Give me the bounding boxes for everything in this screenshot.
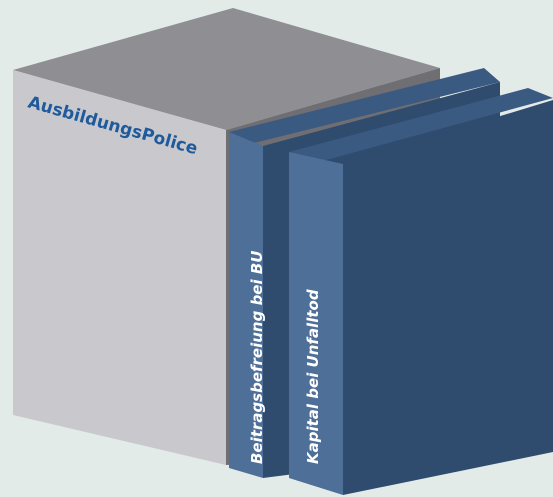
main-block-front-face xyxy=(13,70,226,465)
main-block-top-face xyxy=(13,8,440,130)
module1-side-face xyxy=(229,132,263,478)
module2-top-face xyxy=(289,88,553,162)
module2-label: Kapital bei Unfalltod xyxy=(304,289,322,464)
module2-side-face xyxy=(289,152,343,495)
module2-front-face xyxy=(343,100,553,495)
module-block-kapital-unfalltod: Kapital bei Unfalltod xyxy=(289,88,553,495)
module1-label: Beitragsbefreiung bei BU xyxy=(248,251,266,464)
module1-top-face xyxy=(229,68,500,145)
